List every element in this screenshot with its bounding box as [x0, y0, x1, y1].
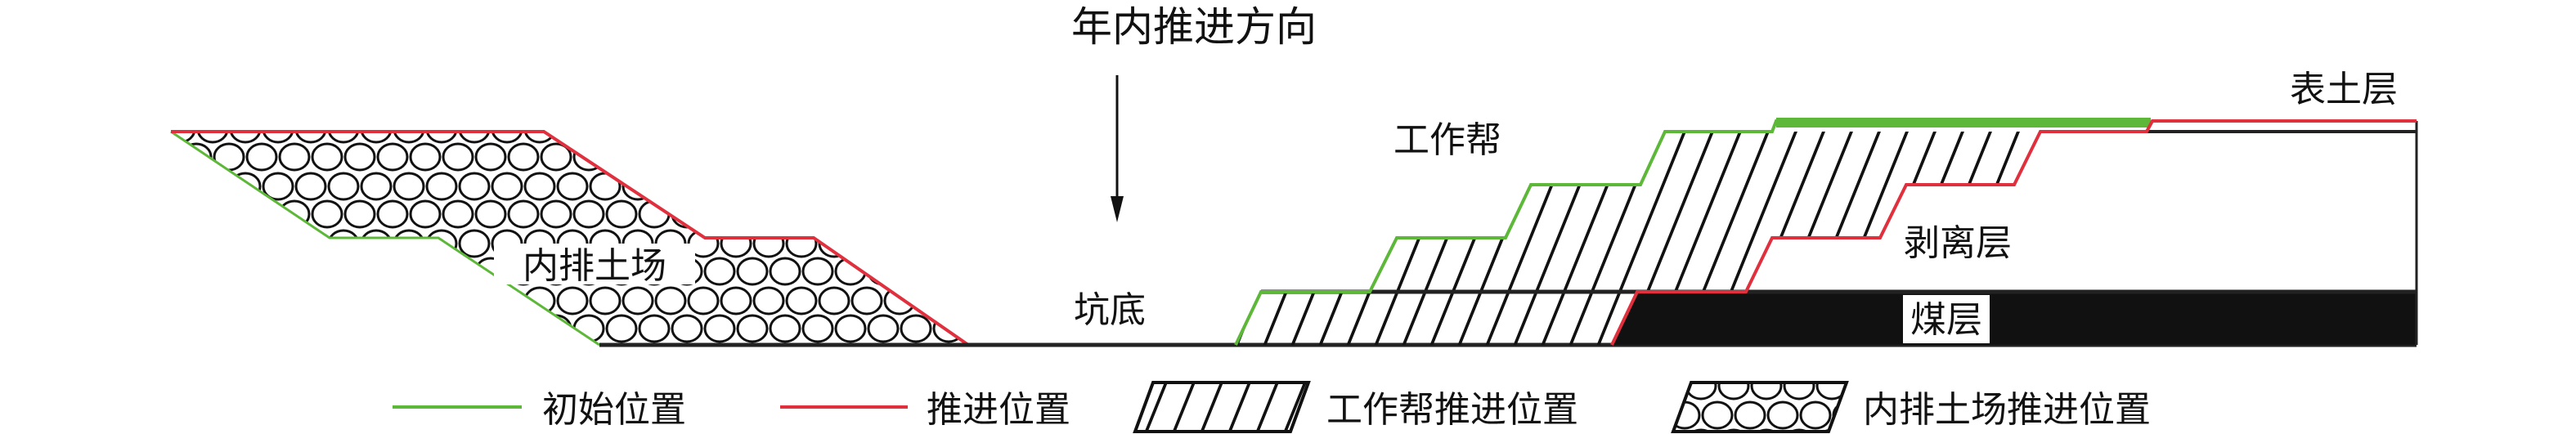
- dump-initial-line: [170, 130, 600, 347]
- slope-advanced-line: [1610, 119, 2417, 346]
- legend-initial-label: 初始位置: [542, 389, 686, 431]
- legend-pebble-swatch: [1671, 381, 1849, 433]
- label-coal-seam: 煤层: [1910, 299, 1982, 341]
- slope-initial-line: [1234, 119, 2151, 346]
- internal-dump-area: [171, 132, 968, 345]
- label-working-slope: 工作帮: [1393, 119, 1501, 161]
- legend-hatch-swatch: [1133, 381, 1311, 433]
- label-stripping-layer: 剥离层: [1904, 222, 2012, 264]
- coal-seam: [1612, 292, 2417, 345]
- label-pit-bottom: 坑底: [1074, 289, 1146, 331]
- legend: 初始位置 推进位置 工作帮推进位置 内排土场推进位置: [393, 381, 2151, 433]
- legend-working-slope-label: 工作帮推进位置: [1326, 389, 1578, 431]
- dump-advanced-line: [171, 130, 970, 347]
- label-topsoil: 表土层: [2290, 69, 2398, 110]
- legend-dump-label: 内排土场推进位置: [1863, 389, 2151, 431]
- legend-advanced-label: 推进位置: [927, 389, 1070, 431]
- down-arrow-icon: [1111, 75, 1124, 222]
- advance-direction-title: 年内推进方向: [1071, 3, 1317, 51]
- label-internal-dump: 内排土场: [523, 245, 666, 287]
